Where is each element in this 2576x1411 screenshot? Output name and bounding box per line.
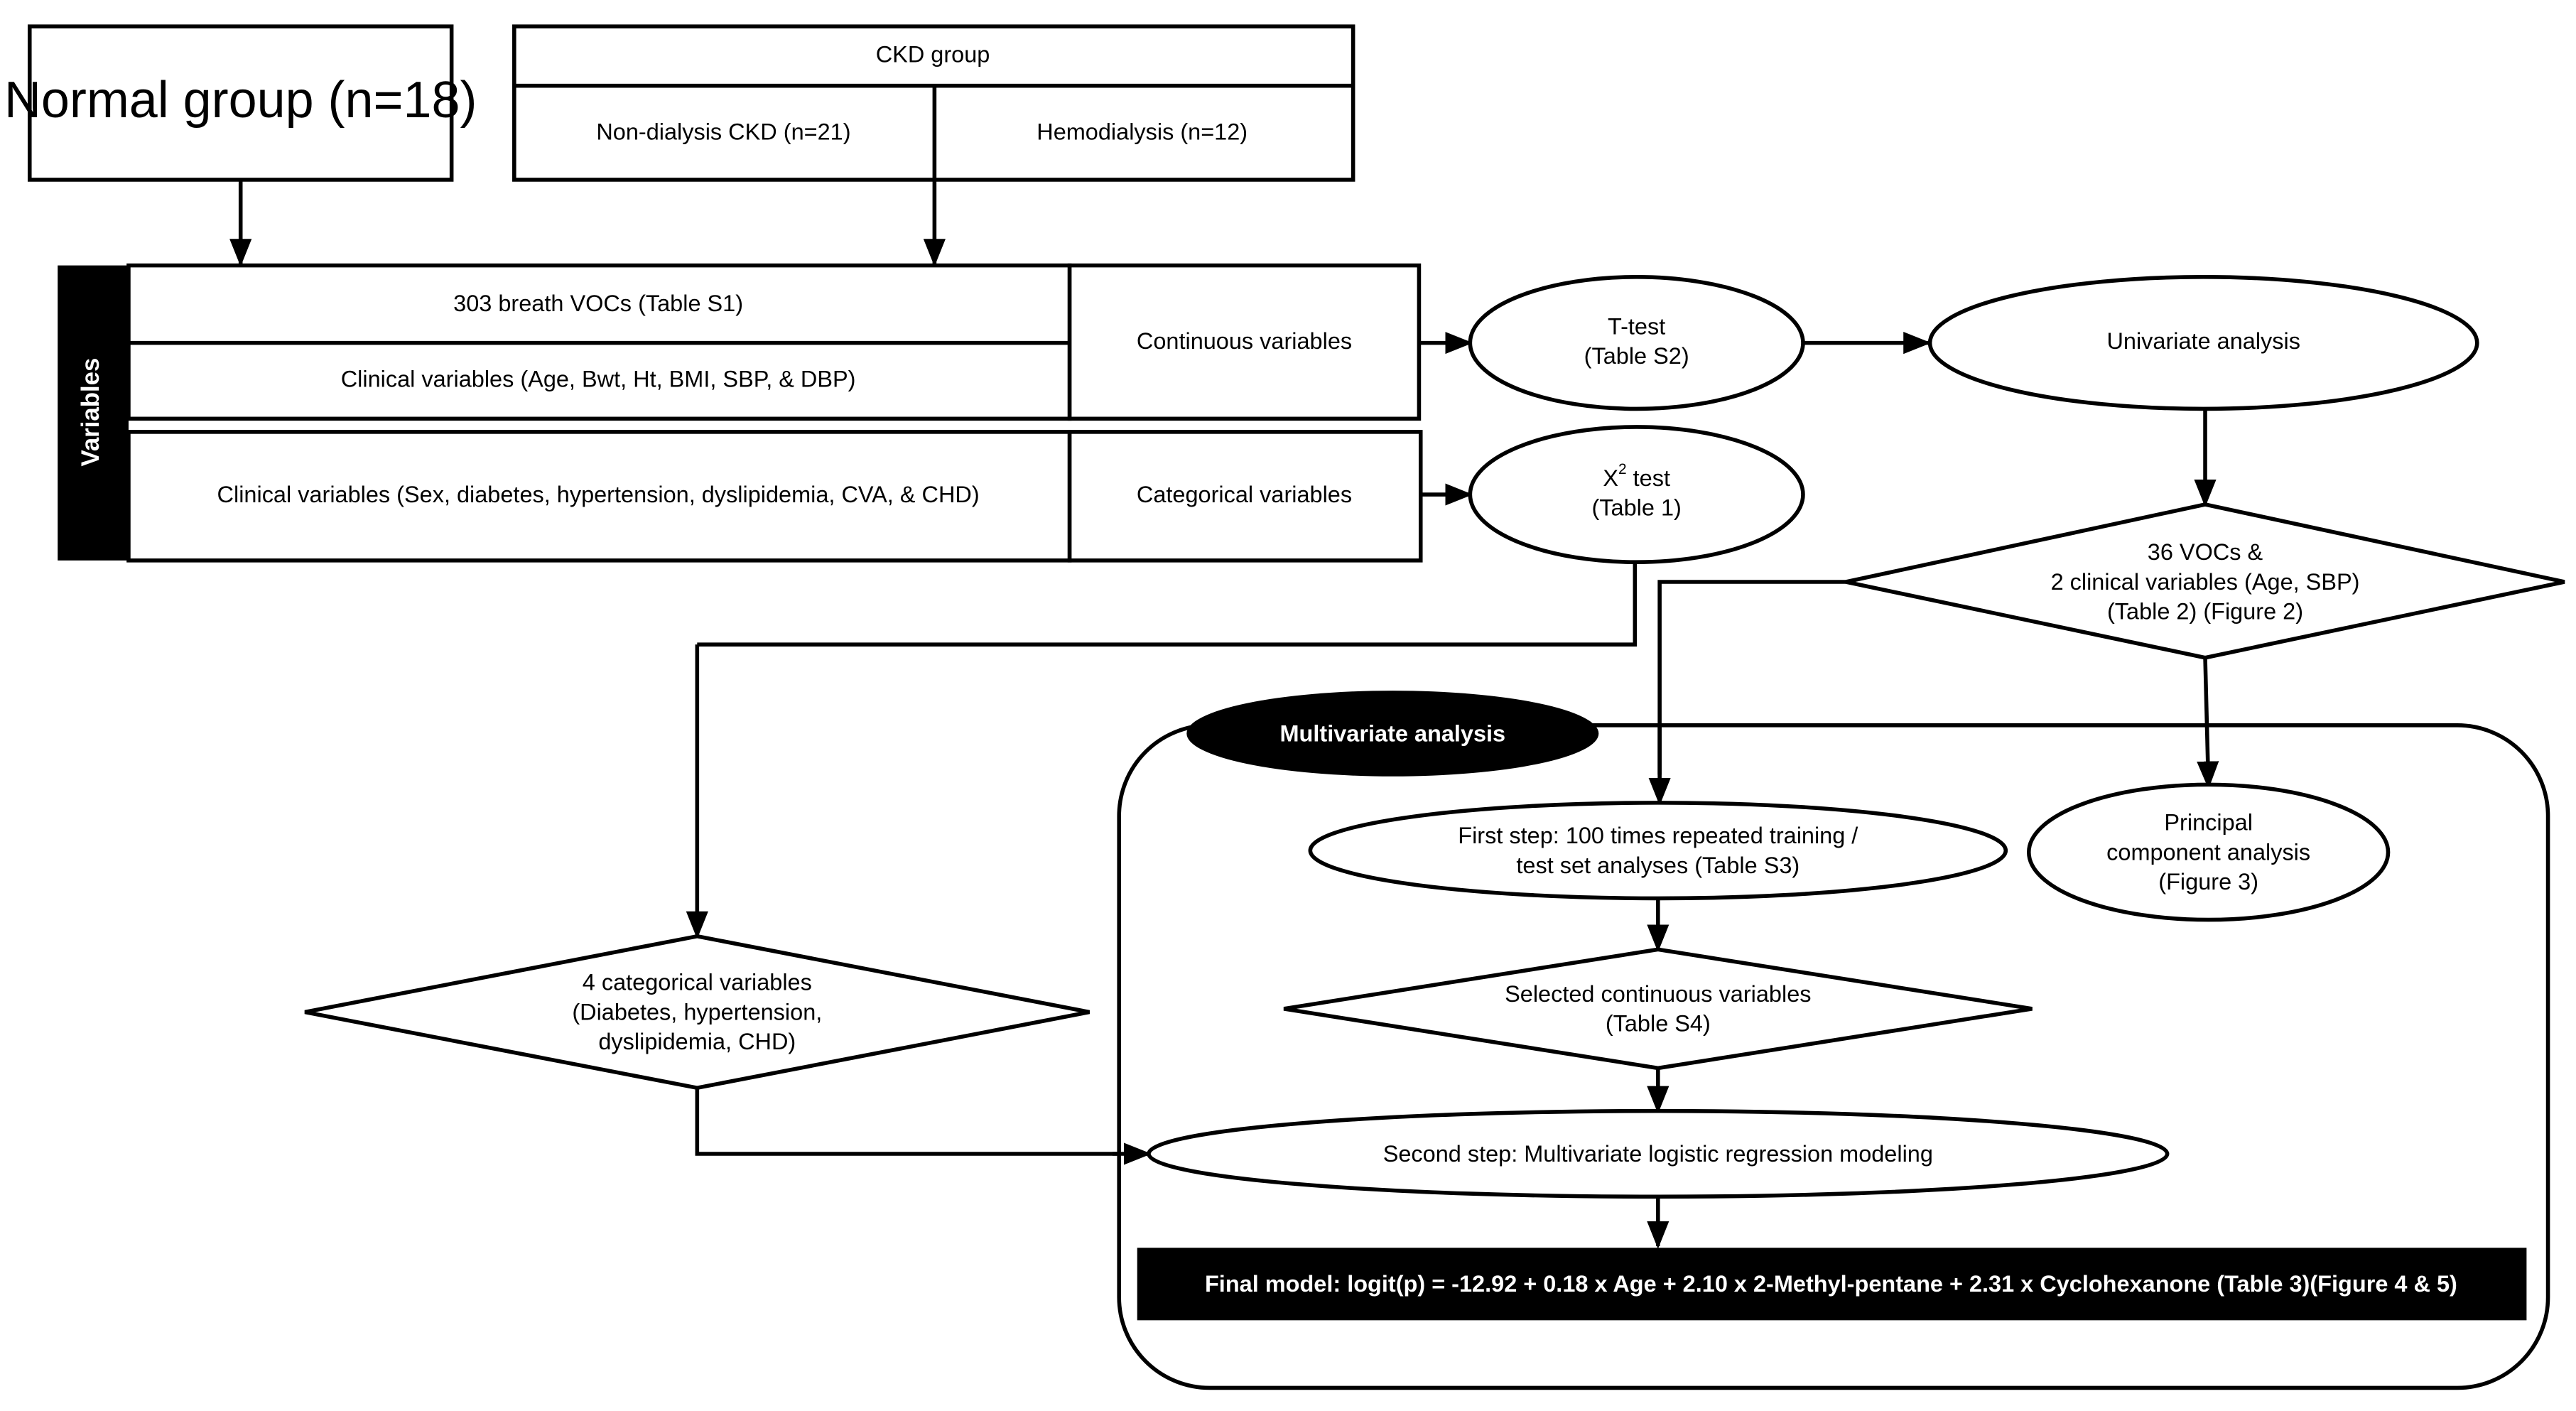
first-step-ellipse: First step: 100 times repeated training …	[1308, 801, 2008, 901]
connector-chisq-left	[697, 562, 1638, 647]
normal-group-label: Normal group (n=18)	[4, 72, 477, 129]
ttest-label: T-test	[1608, 313, 1665, 339]
connector-vocs-to-first-step	[1657, 580, 1846, 775]
chisq-ellipse: X2 test (Table 1)	[1468, 425, 1805, 564]
categorical-variables-label: Categorical variables	[1137, 482, 1352, 507]
arrow-to-pca	[2197, 657, 2219, 789]
final-model-box: Final model: logit(p) = -12.92 + 0.18 x …	[1137, 1248, 2527, 1321]
multivariate-title-badge: Multivariate analysis	[1186, 691, 1599, 777]
pca-line3: (Figure 3)	[2158, 869, 2258, 894]
second-step-label: Second step: Multivariate logistic regre…	[1383, 1141, 1933, 1167]
chisq-ref: (Table 1)	[1591, 495, 1681, 521]
categorical-variables-box: Clinical variables (Sex, diabetes, hyper…	[126, 430, 1423, 563]
final-model-label: Final model: logit(p) = -12.92 + 0.18 x …	[1205, 1271, 2457, 1297]
ttest-ref: (Table S2)	[1584, 343, 1689, 369]
hemodialysis-label: Hemodialysis (n=12)	[1037, 119, 1248, 145]
selected-continuous-diamond: Selected continuous variables (Table S4)	[1283, 947, 2033, 1071]
categorical-selected-line1: 4 categorical variables	[583, 970, 812, 995]
selected-vocs-diamond: 36 VOCs & 2 clinical variables (Age, SBP…	[1845, 502, 2565, 660]
pca-ellipse: Principal component analysis (Figure 3)	[2027, 782, 2391, 922]
categorical-selected-line3: dyslipidemia, CHD)	[598, 1029, 796, 1054]
variables-side-label: Variables	[77, 358, 104, 467]
ttest-ellipse: T-test (Table S2)	[1468, 275, 1805, 411]
clinical-categorical-label: Clinical variables (Sex, diabetes, hyper…	[217, 482, 980, 507]
selected-vocs-line3: (Table 2) (Figure 2)	[2107, 599, 2303, 625]
pca-line2: component analysis	[2106, 839, 2310, 865]
normal-group-box: Normal group (n=18)	[4, 24, 477, 182]
non-dialysis-label: Non-dialysis CKD (n=21)	[596, 119, 850, 145]
vocs-label: 303 breath VOCs (Table S1)	[453, 291, 743, 316]
categorical-selected-diamond: 4 categorical variables (Diabetes, hyper…	[304, 934, 1090, 1091]
variables-sidebar: Variables	[58, 265, 129, 561]
chisq-label: X2 test	[1603, 461, 1670, 491]
categorical-selected-line2: (Diabetes, hypertension,	[572, 999, 822, 1025]
continuous-variables-box: 303 breath VOCs (Table S1) Clinical vari…	[126, 263, 1422, 421]
pca-line1: Principal	[2164, 810, 2253, 836]
ckd-group-label: CKD group	[876, 42, 990, 67]
selected-continuous-line2: (Table S4)	[1606, 1011, 1711, 1037]
first-step-line1: First step: 100 times repeated training …	[1458, 823, 1858, 848]
selected-vocs-line2: 2 clinical variables (Age, SBP)	[2051, 569, 2360, 595]
ckd-group-box: CKD group Non-dialysis CKD (n=21) Hemodi…	[512, 24, 1355, 182]
connector-categorical-to-second	[695, 1088, 1121, 1156]
selected-continuous-line1: Selected continuous variables	[1505, 981, 1811, 1007]
selected-vocs-line1: 36 VOCs &	[2148, 539, 2263, 565]
continuous-variables-label: Continuous variables	[1137, 328, 1352, 354]
second-step-ellipse: Second step: Multivariate logistic regre…	[1147, 1108, 2170, 1199]
clinical-continuous-label: Clinical variables (Age, Bwt, Ht, BMI, S…	[341, 367, 856, 392]
univariate-ellipse: Univariate analysis	[1927, 275, 2479, 411]
first-step-line2: test set analyses (Table S3)	[1516, 853, 1800, 878]
univariate-label: Univariate analysis	[2106, 328, 2300, 354]
multivariate-title: Multivariate analysis	[1280, 720, 1506, 746]
